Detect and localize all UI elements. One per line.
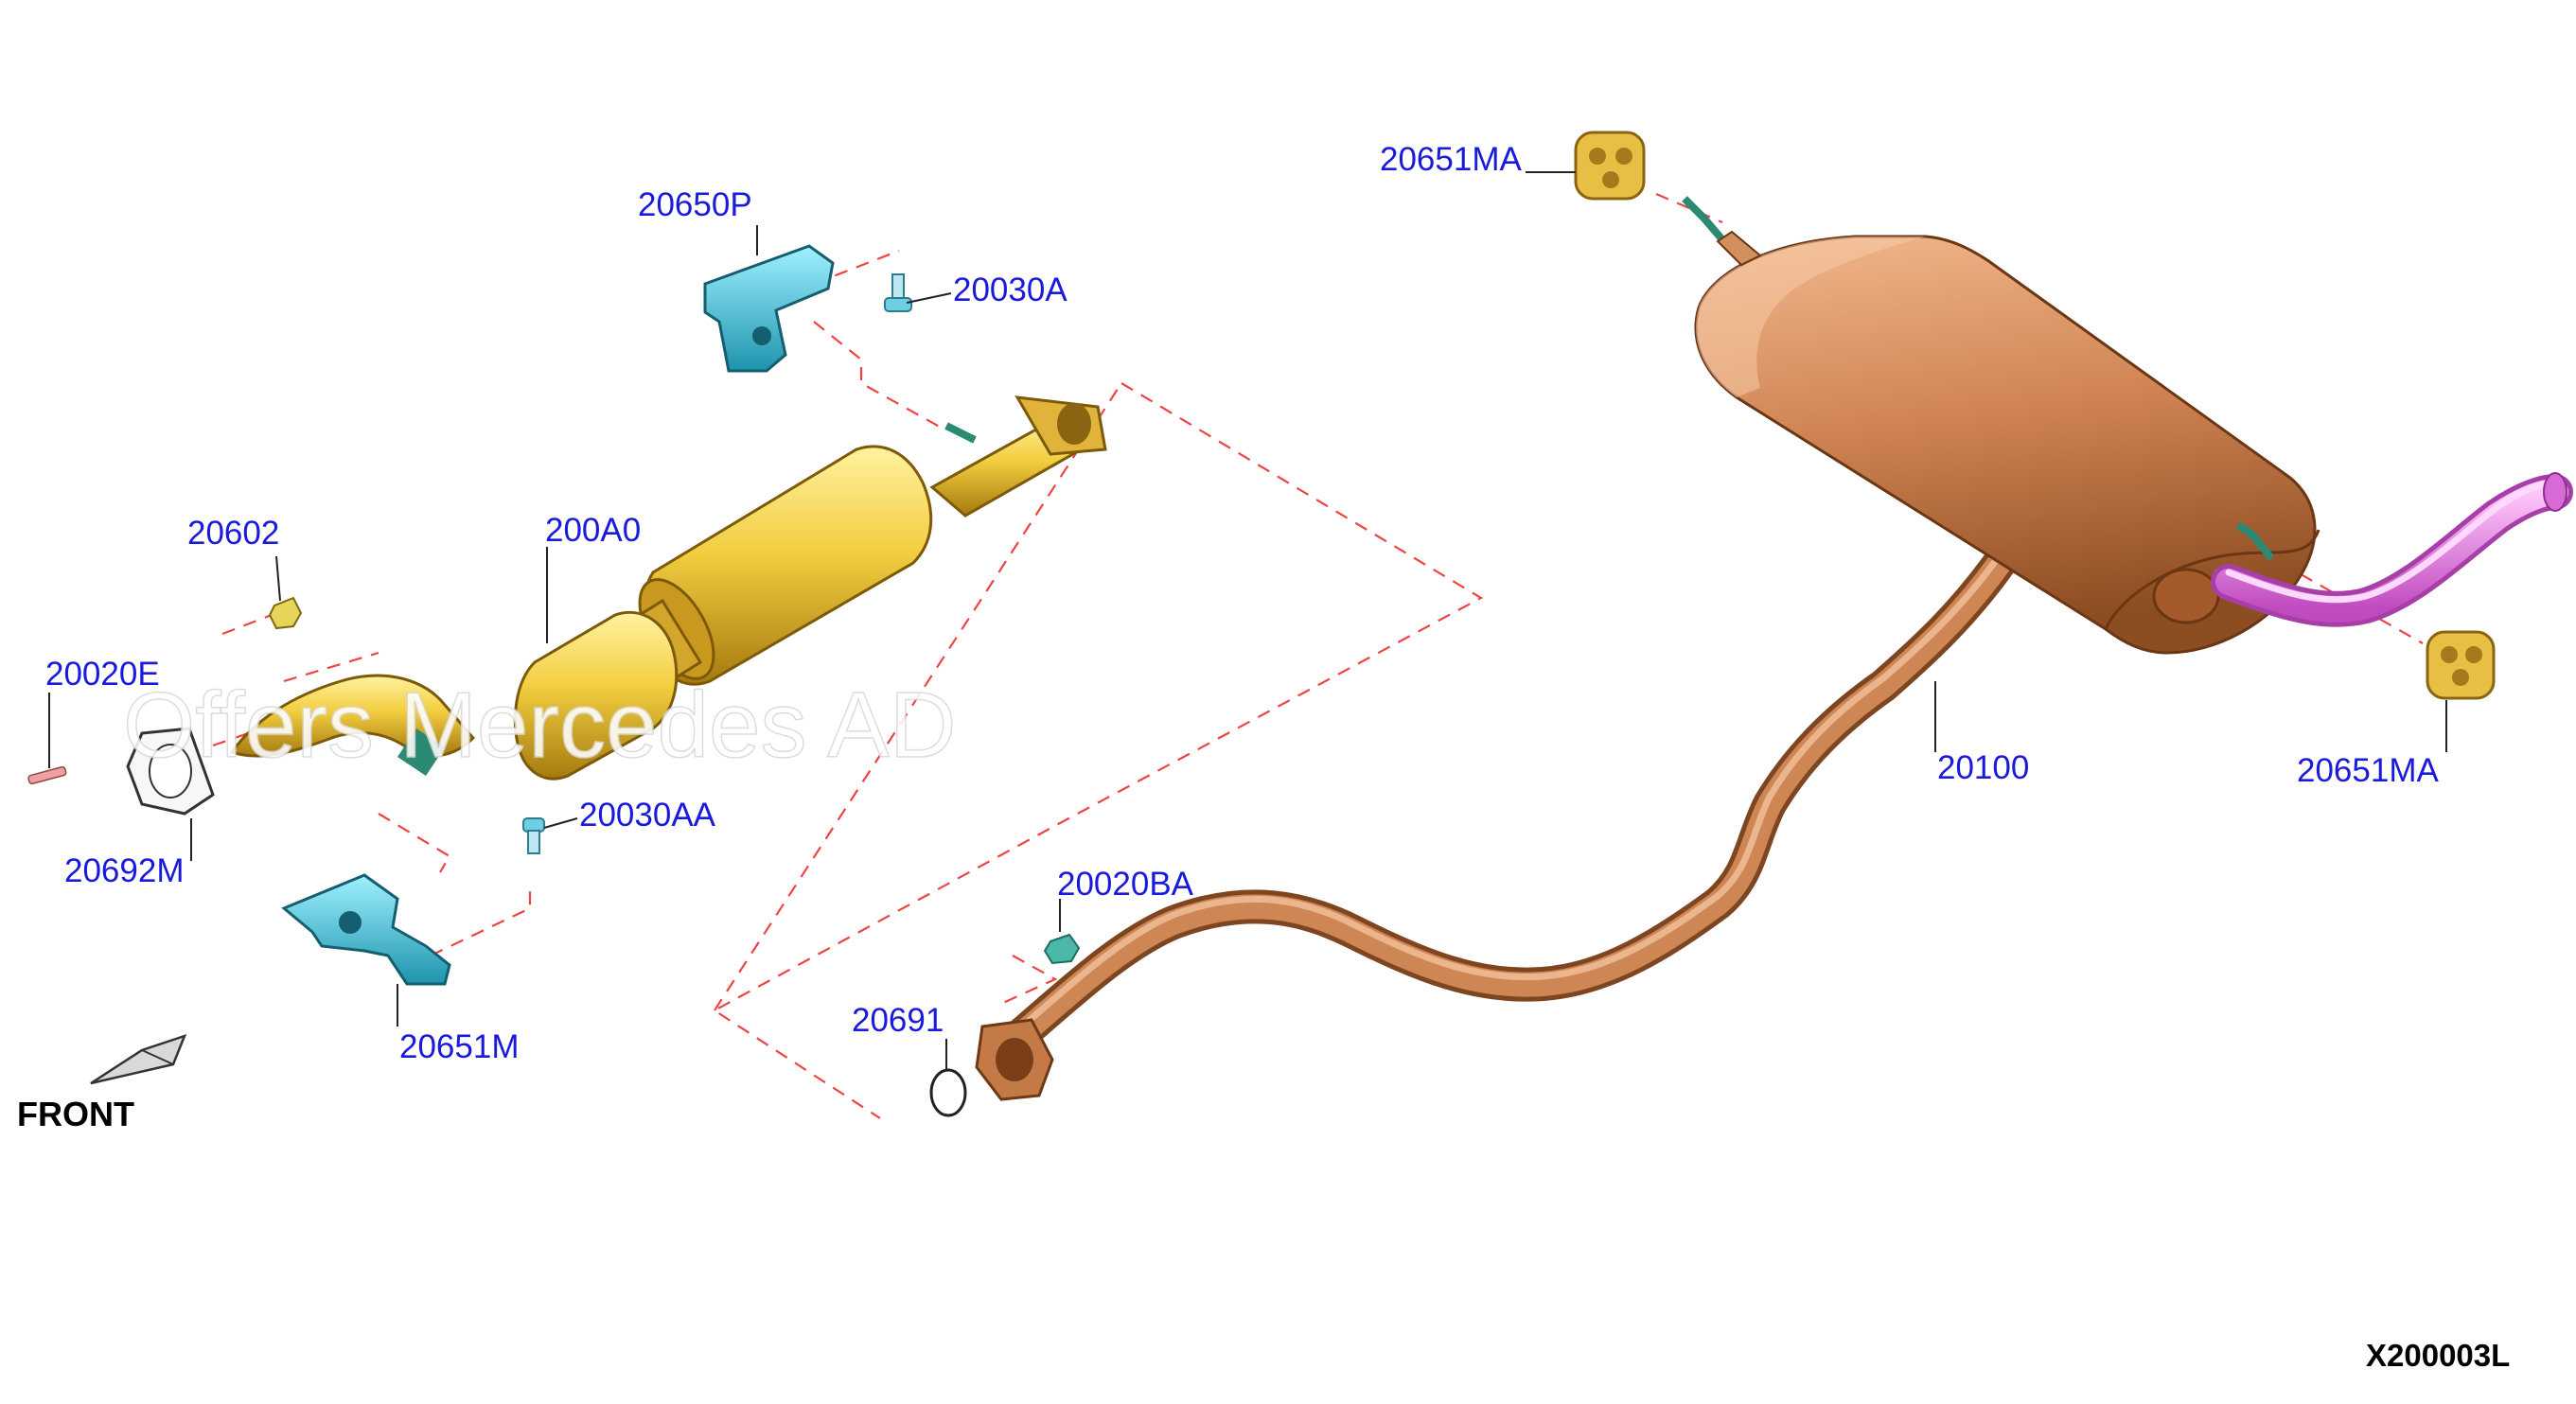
label-20650P: 20650P bbox=[638, 186, 752, 223]
front-label: FRONT bbox=[17, 1095, 134, 1133]
front-pipe bbox=[229, 674, 476, 776]
label-20651MA-top: 20651MA bbox=[1380, 141, 1522, 178]
watermark-text: Offers Mercedes AD bbox=[123, 673, 957, 777]
nut-20020BA bbox=[1043, 933, 1081, 965]
gasket-20692M bbox=[126, 727, 215, 816]
bracket-20651M bbox=[281, 873, 451, 986]
label-20651M: 20651M bbox=[399, 1028, 519, 1065]
label-200A0: 200A0 bbox=[545, 512, 641, 549]
rear-muffler bbox=[1682, 196, 2320, 655]
label-20100: 20100 bbox=[1937, 749, 2029, 786]
leader-lines bbox=[48, 171, 2447, 1069]
label-20030AA: 20030AA bbox=[579, 797, 716, 834]
rubber-mount-right bbox=[2426, 630, 2496, 700]
bolt-20030A bbox=[884, 273, 912, 312]
label-20020E: 20020E bbox=[45, 656, 160, 693]
seal-ring-20691 bbox=[929, 1068, 967, 1117]
bracket-20650P bbox=[703, 244, 835, 373]
nut-20602 bbox=[268, 596, 303, 630]
stud-20020E bbox=[27, 765, 67, 785]
label-20030A: 20030A bbox=[953, 272, 1067, 308]
rubber-mount-top bbox=[1574, 131, 1646, 201]
assembly-dashed-lines bbox=[212, 192, 2424, 1119]
tail-pipe bbox=[2211, 472, 2573, 627]
label-20692M: 20692M bbox=[64, 852, 184, 889]
front-direction-arrow-icon bbox=[90, 1033, 187, 1085]
bolt-20030AA bbox=[522, 817, 545, 854]
diagram-code: X200003L bbox=[2366, 1338, 2510, 1373]
catalytic-converter-assembly bbox=[513, 395, 1107, 781]
label-20651MA-right: 20651MA bbox=[2297, 752, 2439, 789]
rear-exhaust-pipe bbox=[975, 536, 2023, 1101]
label-20602: 20602 bbox=[187, 515, 279, 552]
label-20691: 20691 bbox=[852, 1002, 944, 1039]
label-20020BA: 20020BA bbox=[1057, 866, 1194, 903]
